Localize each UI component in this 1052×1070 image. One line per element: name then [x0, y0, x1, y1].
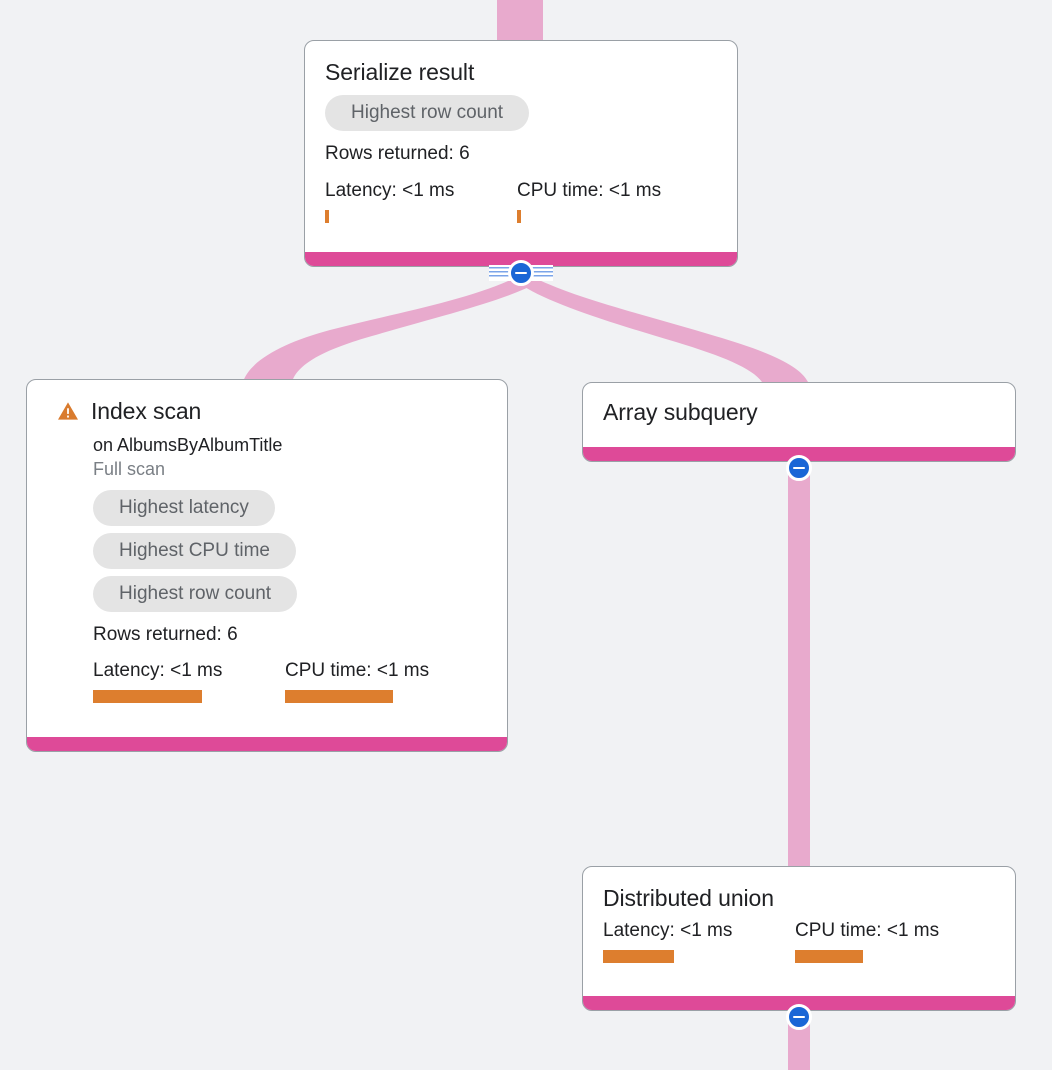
- minus-circle-icon: [793, 1015, 805, 1019]
- metric-cpu-time-bar: [517, 209, 521, 223]
- node-accent-bar: [27, 737, 507, 751]
- chip-highest-cpu-time: Highest CPU time: [93, 533, 296, 569]
- metric-latency-bar: [93, 690, 202, 704]
- node-index-scan-title-row: Index scan: [57, 398, 487, 424]
- edge-serialize-to-index-scan: [243, 276, 535, 382]
- metric-latency: Latency: <1 ms: [93, 659, 285, 704]
- chip-highest-row-count: Highest row count: [93, 575, 298, 612]
- collapse-toggle-array-subquery[interactable]: [786, 455, 812, 481]
- node-accent-bar: [305, 252, 737, 266]
- warning-triangle-icon: [58, 402, 78, 420]
- rows-returned-label: Rows returned: 6: [93, 623, 238, 645]
- node-array-subquery[interactable]: Array subquery: [582, 382, 1016, 462]
- node-index-scan-chips: Highest latency Highest CPU time Highest…: [93, 490, 487, 612]
- node-array-subquery-body: Array subquery: [583, 383, 1015, 425]
- edge-array-subquery-to-distributed-union: [788, 462, 810, 870]
- metric-latency-label: Latency: <1 ms: [325, 179, 455, 201]
- metric-cpu-time-label: CPU time: <1 ms: [285, 660, 430, 682]
- metric-latency-label: Latency: <1 ms: [603, 920, 733, 942]
- node-serialize-result-body: Serialize result Highest row count Rows …: [305, 41, 737, 239]
- metric-cpu-time: CPU time: <1 ms: [517, 179, 661, 223]
- chip-highest-row-count: Highest row count: [325, 95, 530, 132]
- node-index-scan-subtitle: on AlbumsByAlbumTitle: [93, 435, 283, 456]
- node-index-scan-body: Index scan on AlbumsByAlbumTitle Full sc…: [27, 380, 507, 719]
- metric-cpu-time: CPU time: <1 ms: [795, 919, 940, 964]
- edge-into-serialize-result: [497, 0, 543, 42]
- edge-serialize-to-array-subquery: [523, 278, 808, 382]
- metric-cpu-time-bar: [285, 690, 393, 704]
- collapse-toggle-serialize-result[interactable]: [508, 260, 534, 286]
- metric-latency-bar: [603, 950, 674, 964]
- node-serialize-result-chips: Highest row count: [325, 95, 717, 132]
- node-accent-bar: [583, 996, 1015, 1010]
- metric-latency: Latency: <1 ms: [603, 919, 795, 964]
- node-index-scan-scan-type: Full scan: [93, 458, 166, 479]
- node-serialize-result-title-row: Serialize result: [325, 59, 717, 85]
- node-distributed-union-metrics: Latency: <1 ms CPU time: <1 ms: [603, 919, 995, 964]
- metric-cpu-time-label: CPU time: <1 ms: [795, 920, 940, 942]
- node-index-scan[interactable]: Index scan on AlbumsByAlbumTitle Full sc…: [26, 379, 508, 752]
- node-accent-bar: [583, 447, 1015, 461]
- node-serialize-result-metrics: Latency: <1 ms CPU time: <1 ms: [325, 179, 717, 223]
- node-index-scan-metrics: Latency: <1 ms CPU time: <1 ms: [93, 659, 487, 704]
- node-distributed-union-body: Distributed union Latency: <1 ms CPU tim…: [583, 867, 1015, 979]
- node-title: Array subquery: [603, 399, 758, 425]
- metric-latency-bar: [325, 209, 329, 223]
- metric-latency-label: Latency: <1 ms: [93, 660, 223, 682]
- collapse-toggle-distributed-union[interactable]: [786, 1004, 812, 1030]
- metric-cpu-time: CPU time: <1 ms: [285, 659, 430, 704]
- node-title: Serialize result: [325, 59, 475, 85]
- node-array-subquery-title-row: Array subquery: [603, 399, 995, 425]
- node-distributed-union[interactable]: Distributed union Latency: <1 ms CPU tim…: [582, 866, 1016, 1011]
- minus-circle-icon: [793, 466, 805, 470]
- node-serialize-result[interactable]: Serialize result Highest row count Rows …: [304, 40, 738, 267]
- metric-cpu-time-label: CPU time: <1 ms: [517, 179, 662, 201]
- node-distributed-union-title-row: Distributed union: [603, 885, 995, 911]
- metric-latency: Latency: <1 ms: [325, 179, 517, 223]
- node-title: Index scan: [91, 398, 202, 424]
- metric-cpu-time-bar: [795, 950, 863, 964]
- rows-returned-label: Rows returned: 6: [325, 143, 470, 165]
- node-title: Distributed union: [603, 885, 774, 911]
- chip-highest-latency: Highest latency: [93, 490, 275, 527]
- minus-circle-icon: [515, 271, 527, 275]
